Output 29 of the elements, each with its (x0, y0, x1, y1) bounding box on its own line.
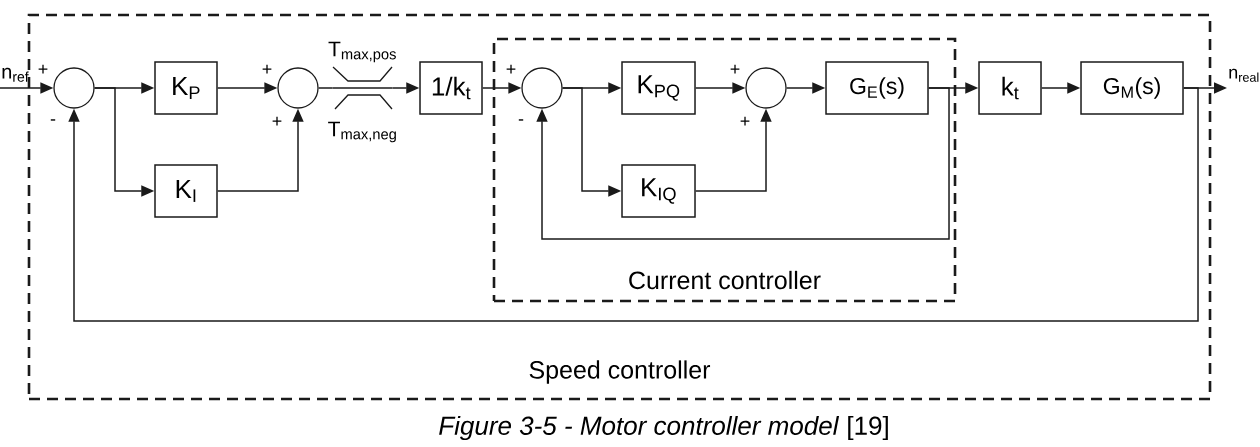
sign-label: - (50, 119, 56, 121)
transfer-block: K$_{P}$ (154, 61, 218, 115)
signal-label: n$_{ref}$ (2, 67, 29, 82)
figure-caption: Figure 3-5 - Motor controller model [19] (439, 415, 888, 441)
summing-junction (521, 67, 563, 109)
transfer-block: 1/k$_{t}$ (419, 61, 483, 115)
sign-label: + (272, 116, 282, 126)
summing-junction (53, 67, 95, 109)
transfer-block: K$_{PQ}$ (621, 61, 696, 115)
transfer-block: G$_{M}$(s) (1080, 61, 1184, 115)
sign-label: - (518, 119, 524, 121)
transfer-block: K$_{IQ}$ (621, 164, 696, 218)
sign-label: + (262, 64, 272, 74)
summing-junction (745, 67, 787, 109)
transfer-block: G$_{E}$(s) (825, 61, 929, 115)
transfer-block: k$_{t}$ (978, 61, 1042, 115)
feedback-arrow (68, 87, 1199, 322)
sign-label: + (506, 64, 516, 74)
transfer-block: K$_{I}$ (154, 164, 218, 218)
limit-label: T$_{max,neg}$ (328, 121, 396, 143)
sign-label: + (38, 64, 48, 74)
summing-junction (277, 67, 319, 109)
limiter-symbol (332, 66, 393, 110)
connector-line (317, 87, 334, 89)
feedback-arrow (536, 87, 950, 240)
signal-label: n$_{real}$ (1229, 68, 1259, 82)
sign-label: + (740, 116, 750, 126)
sign-label: + (730, 64, 740, 74)
limit-label: T$_{max,pos}$ (328, 41, 396, 63)
